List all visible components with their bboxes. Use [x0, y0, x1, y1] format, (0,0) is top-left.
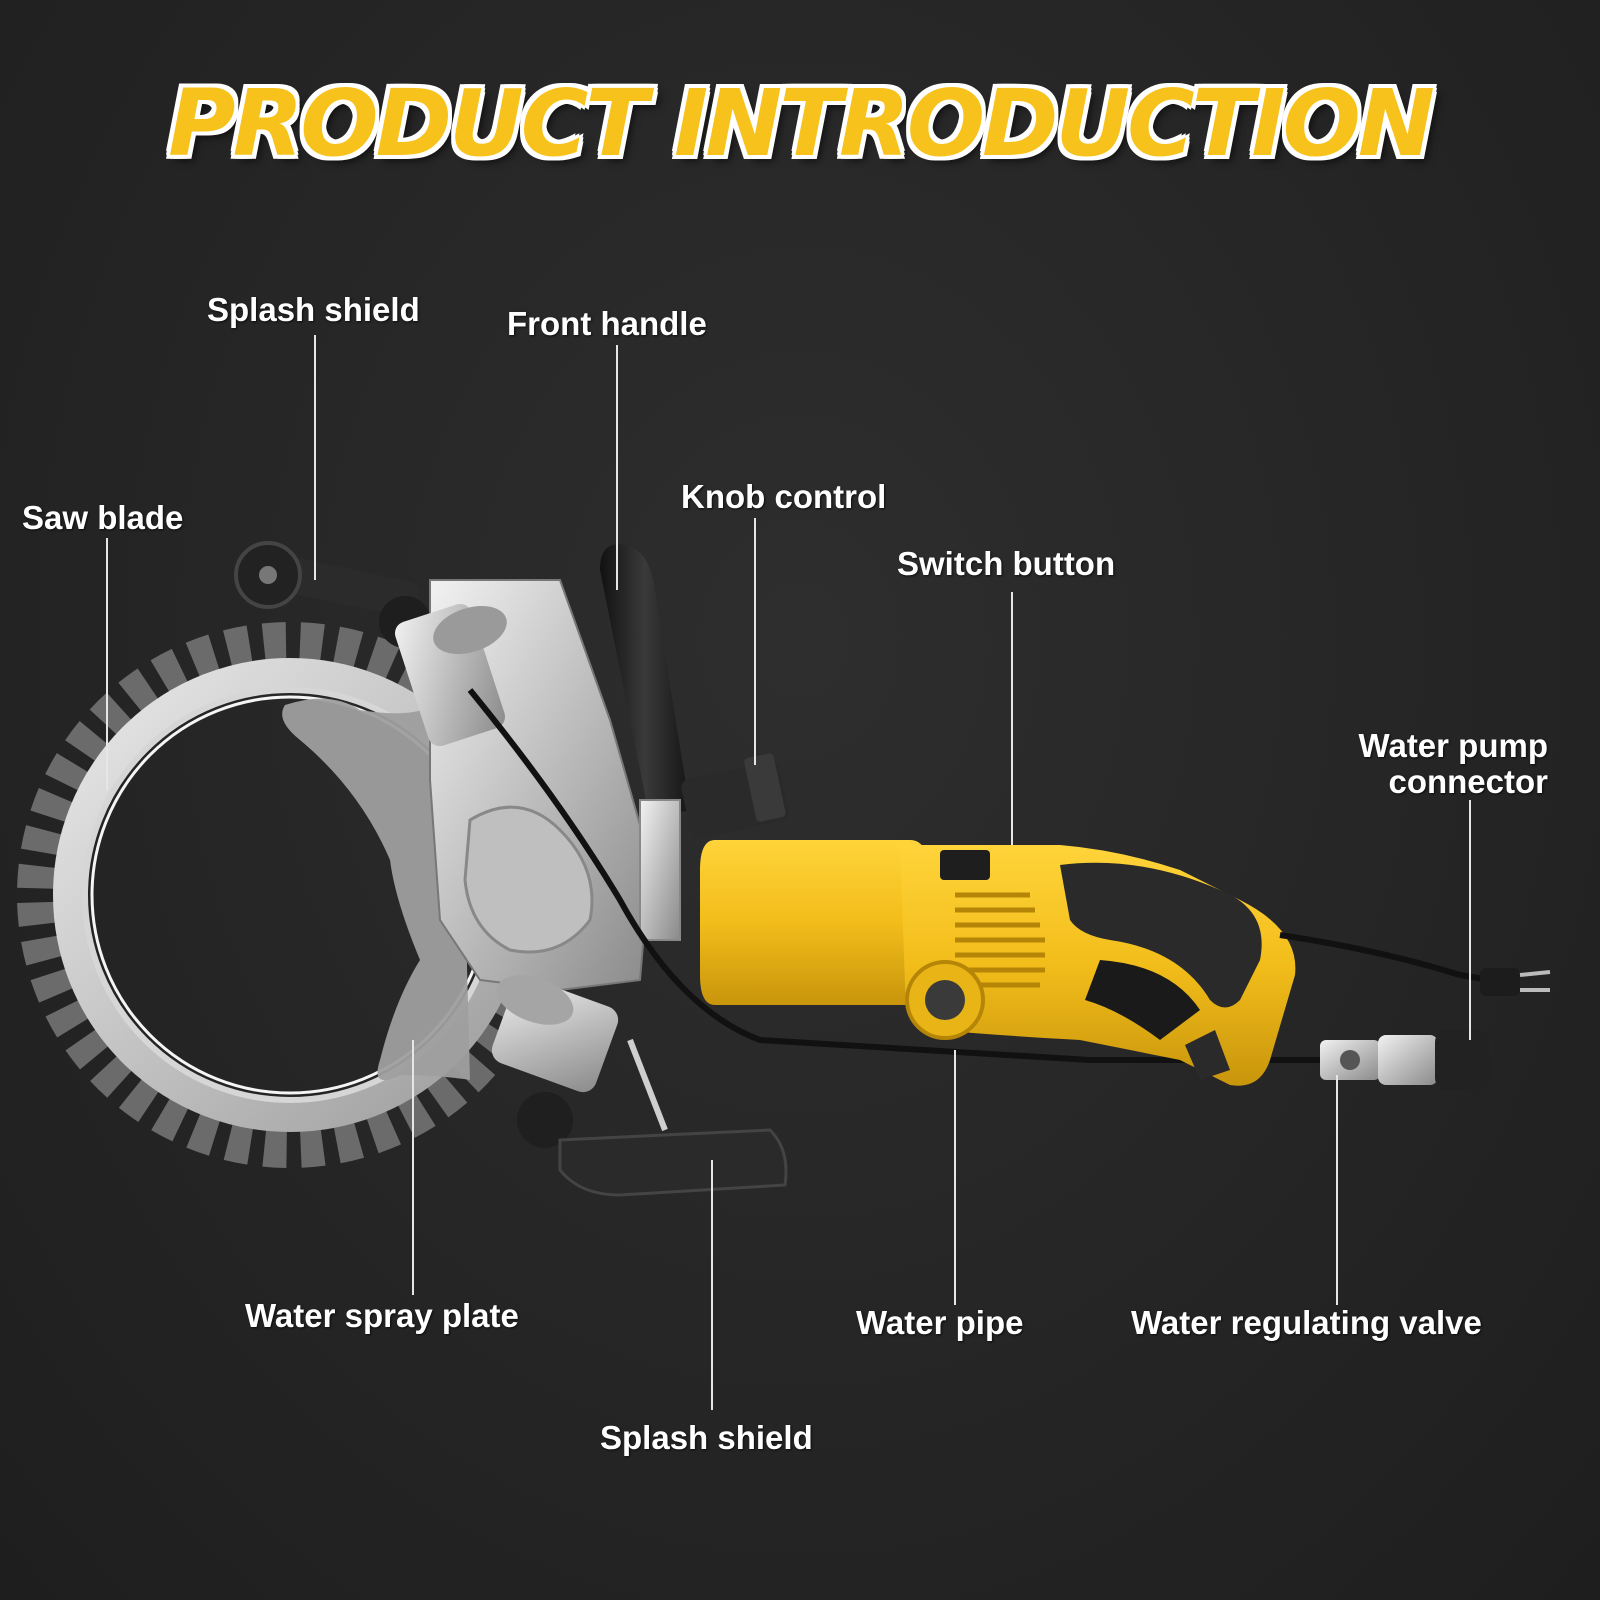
power-cord-shape	[1279, 932, 1551, 996]
label-water-pump-connector-line1: Water pump	[1358, 727, 1548, 764]
label-water-spray-plate: Water spray plate	[245, 1297, 519, 1334]
top-roller-arm	[234, 541, 507, 747]
label-knob-control: Knob control	[681, 478, 887, 515]
label-water-pump-connector: Water pump connector	[1359, 728, 1548, 800]
leader-lines	[106, 335, 1471, 1410]
water-pipe-shape	[467, 688, 1320, 1063]
label-splash-shield-top: Splash shield	[207, 291, 420, 328]
label-splash-shield-bottom: Splash shield	[600, 1419, 813, 1456]
bottom-roller-arm	[491, 975, 788, 1197]
knob-control-shape	[681, 753, 789, 839]
label-front-handle: Front handle	[507, 305, 707, 342]
label-water-regulating-valve: Water regulating valve	[1131, 1304, 1482, 1341]
water-spray-plate-shape	[282, 698, 470, 1080]
label-water-pipe: Water pipe	[856, 1304, 1024, 1341]
label-water-pump-connector-line2: connector	[1388, 763, 1548, 800]
front-handle-shape	[600, 544, 690, 941]
label-switch-button: Switch button	[897, 545, 1116, 582]
valve-connector-shape	[1320, 1030, 1490, 1090]
motor-body-shape	[700, 840, 1296, 1086]
page-title: PRODUCT INTRODUCTION	[168, 70, 1435, 177]
label-saw-blade: Saw blade	[22, 499, 184, 536]
